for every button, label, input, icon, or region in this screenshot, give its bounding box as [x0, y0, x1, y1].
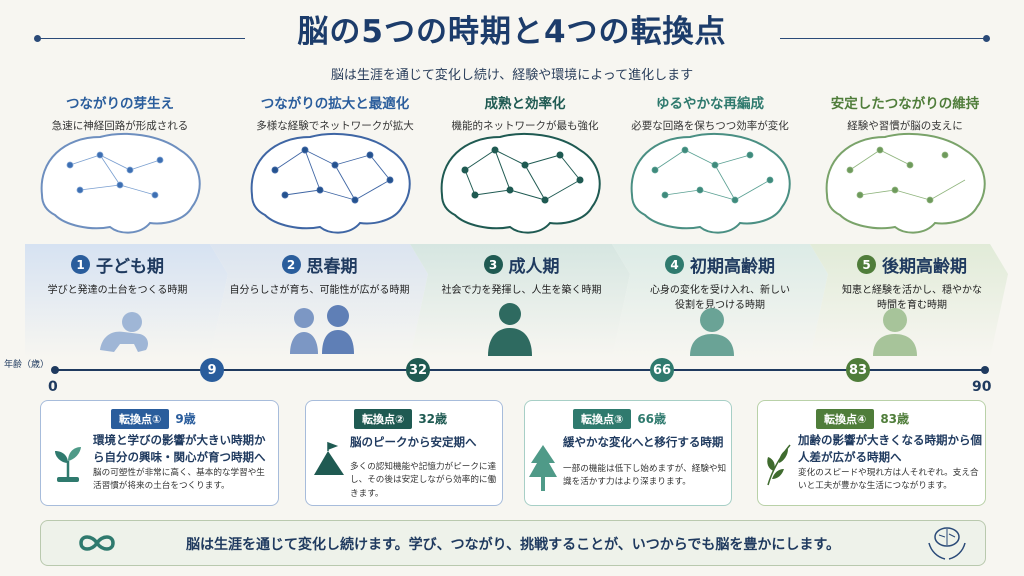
brain-icon-1: [40, 132, 201, 234]
brain-in-hands-icon: [928, 527, 966, 560]
turning-point-body: 多くの認知機能や記憶力がピークに達し、その後は安定しながら効率的に働きます。: [350, 462, 497, 499]
axis-start-label: 0: [48, 379, 58, 395]
turning-point-badge: 転換点①: [111, 409, 170, 429]
leaf-icon: [767, 444, 791, 486]
brain-icon-2: [250, 132, 411, 234]
title-dot-right: [983, 35, 990, 42]
stage-5: 5 後期高齢期 知恵と経験を活かし、穏やかな時間を育む時期: [822, 252, 1002, 313]
stage-number-badge: 2: [281, 255, 301, 274]
turning-point-card-3: 転換点③ 66歳 緩やかな変化へと移行する時期 一部の機能は低下し始めますが、経験…: [524, 400, 732, 506]
turning-point-card-2: 転換点② 32歳 脳のピークから安定期へ 多くの認知機能や記憶力がピークに達し、そ…: [305, 400, 503, 506]
phase-3: 成熟と効率化 機能的ネットワークが最も強化: [427, 92, 623, 133]
axis-end-dot: [981, 366, 989, 374]
phase-2: つながりの拡大と最適化 多様な経験でネットワークが拡大: [230, 92, 440, 133]
baby-icon: [100, 312, 148, 352]
turning-point-age: 9歳: [175, 412, 196, 426]
turning-point-marker: 66: [650, 358, 674, 382]
title-dot-left: [34, 35, 41, 42]
turning-point-card-1: 転換点① 9歳 環境と学びの影響が大きい時期から自分の興味・関心が育つ時期へ 脳の…: [40, 400, 279, 506]
phase-desc: 多様な経験でネットワークが拡大: [256, 120, 414, 132]
turning-point-headline: 加齢の影響が大きくなる時期から個人差が広がる時期へ: [798, 433, 982, 464]
phase-heading: 成熟と効率化: [484, 96, 566, 112]
mountain-flag-icon: [314, 441, 344, 475]
turning-point-body: 脳の可塑性が非常に高く、基本的な学習や生活習慣が将来の土台をつくります。: [93, 468, 265, 492]
stage-name: 後期高齢期: [882, 257, 967, 277]
footer-message: 脳は生涯を通じて変化し続けます。学び、つながり、挑戦することが、いつからでも脳を…: [186, 537, 840, 553]
stage-name: 子ども期: [96, 257, 164, 277]
turning-point-card-4: 転換点④ 83歳 加齢の影響が大きくなる時期から個人差が広がる時期へ 変化のスピー…: [757, 400, 986, 506]
stage-number-badge: 3: [483, 255, 503, 274]
life-stage-figures: [100, 303, 917, 356]
older-adult-icon: [690, 308, 734, 356]
phase-heading: つながりの拡大と最適化: [260, 96, 410, 112]
turning-point-badge: 転換点④: [816, 409, 875, 429]
turning-point-age: 66歳: [637, 412, 667, 426]
stage-1: 1 子ども期 学びと発達の土台をつくる時期: [25, 252, 210, 298]
sprout-icon: [55, 447, 81, 482]
brain-icon-3: [440, 132, 601, 234]
stage-number-badge: 1: [71, 255, 90, 274]
stage-desc: 自分らしさが育ち、可能性が広がる時期: [229, 285, 410, 296]
turning-point-marker: 83: [846, 358, 870, 382]
stage-desc: 心身の変化を受け入れ、新しい役割を見つける時期: [649, 285, 791, 311]
stage-name: 思春期: [306, 257, 358, 277]
phase-heading: 安定したつながりの維持: [830, 96, 980, 112]
stage-3: 3 成人期 社会で力を発揮し、人生を築く時期: [424, 252, 619, 298]
turning-point-age: 83歳: [880, 412, 910, 426]
phase-5: 安定したつながりの維持 経験や習慣が脳の支えに: [807, 92, 1003, 133]
axis-start-dot: [51, 366, 59, 374]
page-subtitle: 脳は生涯を通じて変化し続け、経験や環境によって進化します: [330, 68, 694, 83]
turning-point-headline: 環境と学びの影響が大きい時期から自分の興味・関心が育つ時期へ: [93, 433, 266, 464]
turning-point-body: 変化のスピードや現れ方は人それぞれ。支え合いと工夫が豊かな生活につながります。: [798, 468, 979, 492]
brain-icon-4: [630, 132, 791, 234]
phase-heading: ゆるやかな再編成: [656, 96, 764, 112]
brain-icon-5: [825, 132, 986, 234]
axis-label: 年齢（歳）: [4, 360, 50, 370]
phase-4: ゆるやかな再編成 必要な回路を保ちつつ効率が変化: [612, 92, 808, 133]
title-divider-right: [780, 38, 985, 39]
phase-desc: 機能的ネットワークが最も強化: [451, 120, 599, 132]
axis-end-label: 90: [972, 379, 992, 395]
phase-1: つながりの芽生え 急速に神経回路が形成される: [22, 92, 218, 133]
age-axis: [55, 369, 985, 371]
phase-desc: 急速に神経回路が形成される: [51, 120, 189, 132]
stage-4: 4 初期高齢期 心身の変化を受け入れ、新しい役割を見つける時期: [625, 252, 815, 313]
page-title: 脳の5つの時期と4つの転換点: [297, 14, 727, 50]
title-divider-left: [40, 38, 245, 39]
stage-desc: 社会で力を発揮し、人生を築く時期: [441, 285, 602, 296]
stage-desc: 知恵と経験を活かし、穏やかな時間を育む時期: [842, 285, 982, 311]
elderly-icon: [873, 308, 917, 356]
phase-heading: つながりの芽生え: [66, 96, 174, 112]
stage-name: 初期高齢期: [690, 257, 775, 277]
tree-icon: [529, 445, 557, 491]
turning-point-headline: 緩やかな変化へと移行する時期: [563, 435, 724, 449]
stage-number-badge: 5: [857, 255, 876, 274]
stage-desc: 学びと発達の土台をつくる時期: [47, 285, 188, 296]
brain-network-illustrations: [40, 132, 986, 234]
turning-point-badge: 転換点②: [354, 409, 413, 429]
stage-name: 成人期: [508, 257, 560, 277]
stage-number-badge: 4: [665, 255, 684, 274]
teenagers-icon: [290, 305, 354, 354]
phase-desc: 経験や習慣が脳の支えに: [847, 120, 963, 132]
turning-point-body: 一部の機能は低下し始めますが、経験や知識を活かす力はより深まります。: [563, 464, 727, 488]
stage-2: 2 思春期 自分らしさが育ち、可能性が広がる時期: [222, 252, 417, 298]
turning-point-badge: 転換点③: [573, 409, 632, 429]
turning-point-marker: 32: [406, 358, 430, 382]
turning-point-headline: 脳のピークから安定期へ: [350, 435, 477, 449]
adult-icon: [488, 303, 532, 356]
phase-desc: 必要な回路を保ちつつ効率が変化: [631, 120, 789, 132]
turning-point-marker: 9: [200, 358, 224, 382]
infinity-icon: [79, 535, 115, 551]
footer-banner: 脳は生涯を通じて変化し続けます。学び、つながり、挑戦することが、いつからでも脳を…: [40, 520, 986, 566]
turning-point-age: 32歳: [418, 412, 448, 426]
